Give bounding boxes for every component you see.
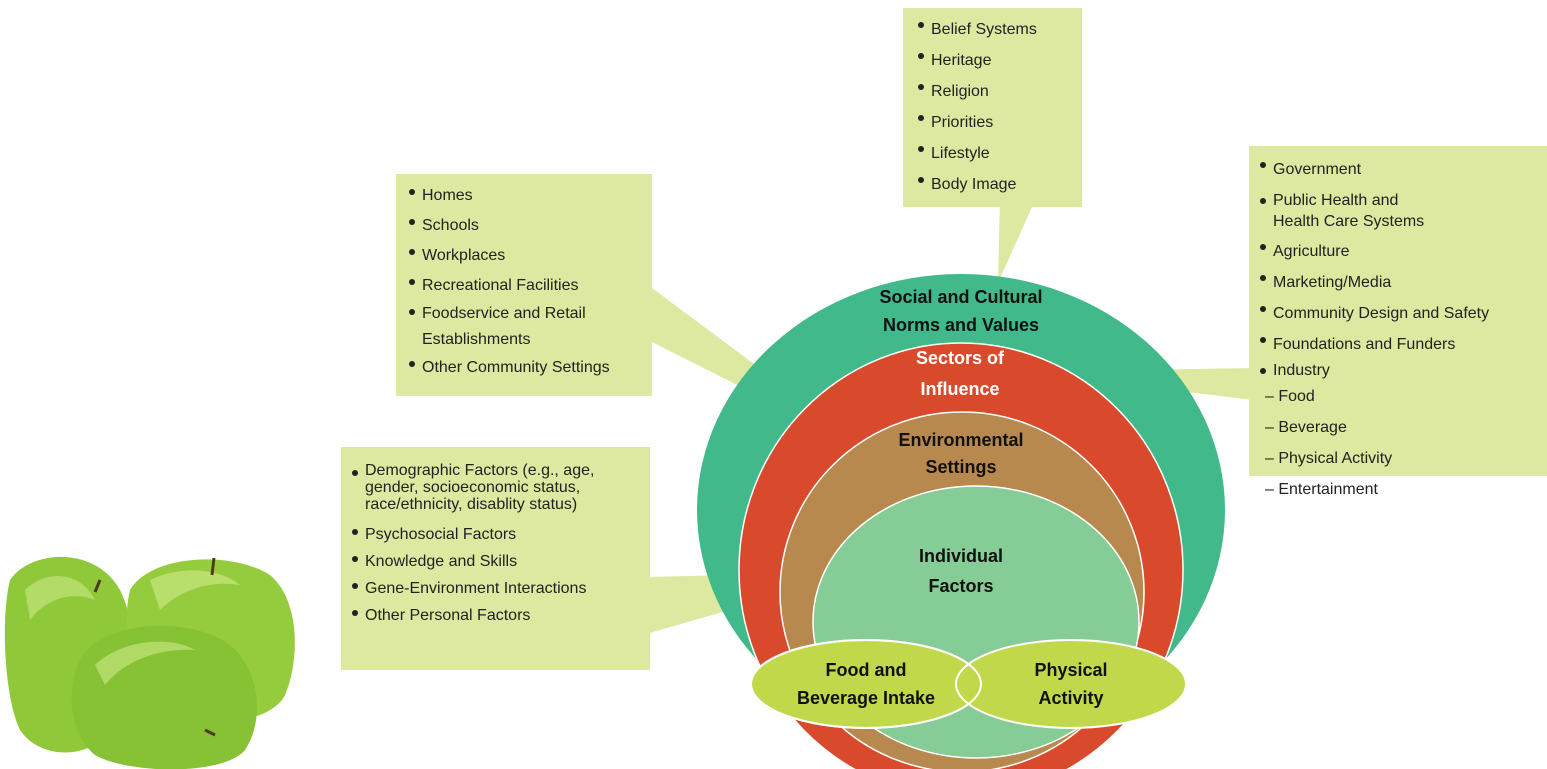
- list-item: – Physical Activity: [1265, 450, 1393, 467]
- activity-label-line2: Activity: [1038, 688, 1103, 708]
- sectors-callout: Government Public Health and Health Care…: [1249, 146, 1547, 498]
- beliefs-pointer: [998, 198, 1036, 283]
- list-item: Demographic Factors (e.g., age, gender, …: [351, 462, 637, 513]
- environmental-label-line2: Settings: [925, 457, 996, 477]
- list-item: Heritage: [917, 45, 1074, 76]
- food-label-line2: Beverage Intake: [797, 688, 935, 708]
- list-item: Body Image: [917, 169, 1074, 200]
- food-beverage-overlap: [750, 639, 982, 729]
- list-item: Industry: [1259, 360, 1543, 381]
- list-item: – Food: [1265, 388, 1315, 405]
- social-label-line2: Norms and Values: [883, 315, 1039, 335]
- industry-sublist: – Food – Beverage – Physical Activity – …: [1259, 381, 1543, 505]
- activity-label-line1: Physical: [1034, 660, 1107, 680]
- list-item: Knowledge and Skills: [351, 548, 644, 575]
- list-item: Lifestyle: [917, 138, 1074, 169]
- list-item: Psychosocial Factors: [351, 521, 644, 548]
- environmental-label-line1: Environmental: [898, 430, 1023, 450]
- individual-label-line1: Individual: [919, 546, 1003, 566]
- list-item: Recreational Facilities: [408, 271, 644, 301]
- individual-callout: Demographic Factors (e.g., age, gender, …: [341, 447, 650, 670]
- physical-activity-oval: [955, 639, 1187, 729]
- list-item: Marketing/Media: [1259, 267, 1543, 298]
- settings-callout: Homes Schools Workplaces Recreational Fa…: [396, 174, 652, 396]
- list-item: Workplaces: [408, 241, 644, 271]
- social-label-line1: Social and Cultural: [879, 287, 1042, 307]
- list-item: Schools: [408, 211, 644, 241]
- list-item: Homes: [408, 181, 644, 211]
- list-item: Government: [1259, 154, 1543, 185]
- list-item: Community Design and Safety: [1259, 298, 1543, 329]
- apple-front: [71, 625, 257, 769]
- list-item: Gene-Environment Interactions: [351, 575, 644, 602]
- list-item: – Entertainment: [1265, 481, 1378, 498]
- sectors-label-line2: Influence: [920, 379, 999, 399]
- sectors-label-line1: Sectors of: [916, 348, 1005, 368]
- beliefs-callout: Belief Systems Heritage Religion Priorit…: [903, 8, 1082, 207]
- list-item: – Beverage: [1265, 419, 1347, 436]
- food-label-line1: Food and: [826, 660, 907, 680]
- list-item: Public Health and Health Care Systems: [1259, 190, 1443, 232]
- list-item: Foundations and Funders: [1259, 329, 1543, 360]
- individual-label-line2: Factors: [928, 576, 993, 596]
- list-item: Religion: [917, 76, 1074, 107]
- list-item: Belief Systems: [917, 14, 1074, 45]
- list-item: Foodservice and Retail Establishments: [408, 301, 612, 353]
- list-item: Other Community Settings: [408, 353, 644, 383]
- list-item: Other Personal Factors: [351, 602, 644, 629]
- list-item: Agriculture: [1259, 236, 1543, 267]
- green-apples-image: [4, 556, 295, 769]
- list-item: Priorities: [917, 107, 1074, 138]
